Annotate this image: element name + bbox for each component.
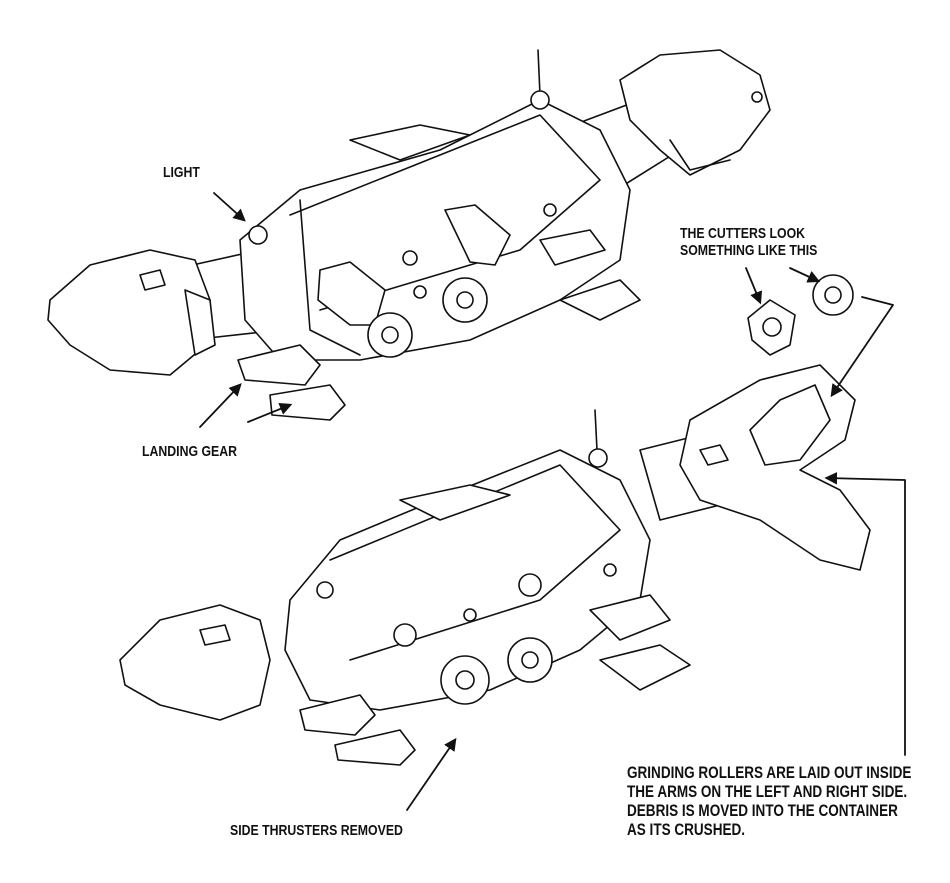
arrow-grinding — [824, 471, 906, 756]
arrow-landing-2 — [247, 402, 293, 423]
arrow-landing-1 — [199, 383, 242, 428]
machine-bottom — [119, 364, 871, 766]
label-grinding-3: DEBRIS IS MOVED INTO THE CONTAINER — [627, 802, 898, 820]
left-claw-top — [47, 249, 211, 376]
arrow-cutter-3 — [830, 296, 894, 398]
label-grinding-1: GRINDING ROLLERS ARE LAID OUT INSIDE — [627, 764, 912, 782]
label-light: LIGHT — [163, 164, 200, 181]
landing-gear-2 — [269, 384, 346, 421]
label-cutters-1: THE CUTTERS LOOK — [680, 225, 806, 242]
callout-arrows — [199, 192, 906, 811]
arrow-cutter-2 — [789, 267, 821, 283]
cutter-illustration — [747, 274, 854, 356]
arrow-thrusters — [406, 737, 457, 811]
label-landing-gear: LANDING GEAR — [142, 443, 237, 460]
arrow-cutter-1 — [745, 267, 762, 305]
light — [248, 225, 268, 245]
label-grinding-2: THE ARMS ON THE LEFT AND RIGHT SIDE. — [627, 783, 908, 801]
right-claw-top — [619, 49, 771, 176]
landing-gear-1 — [237, 344, 321, 386]
left-claw-bottom — [119, 604, 271, 721]
label-grinding-4: AS ITS CRUSHED. — [627, 821, 746, 839]
machine-top — [47, 49, 771, 421]
label-cutters-2: SOMETHING LIKE THIS — [680, 242, 818, 259]
right-claw-bottom — [679, 364, 871, 571]
arrow-light — [213, 192, 246, 222]
label-side-thrusters: SIDE THRUSTERS REMOVED — [230, 822, 403, 839]
